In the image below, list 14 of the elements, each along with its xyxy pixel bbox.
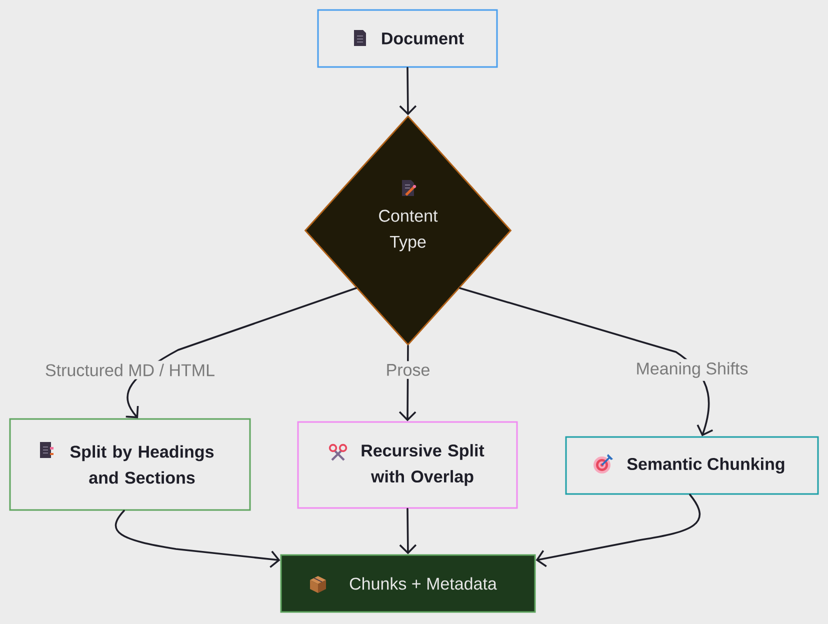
arrow: [458, 287, 714, 436]
edge-label: Structured MD / HTML: [42, 360, 218, 380]
arrow: [399, 66, 417, 116]
edge-label: Prose: [382, 361, 434, 379]
process-box: Document: [317, 9, 498, 68]
edge-label: Meaning Shifts: [632, 359, 752, 381]
process-box: Chunks + Metadata: [280, 554, 536, 613]
arrow: [536, 494, 701, 568]
process-box: Recursive Split with Overlap: [297, 421, 518, 509]
arrow: [126, 287, 358, 418]
arrow: [114, 510, 280, 568]
arrow: [399, 508, 417, 554]
process-box: Semantic Chunking: [565, 436, 819, 495]
process-box: Split by Headings and Sections: [9, 418, 251, 511]
